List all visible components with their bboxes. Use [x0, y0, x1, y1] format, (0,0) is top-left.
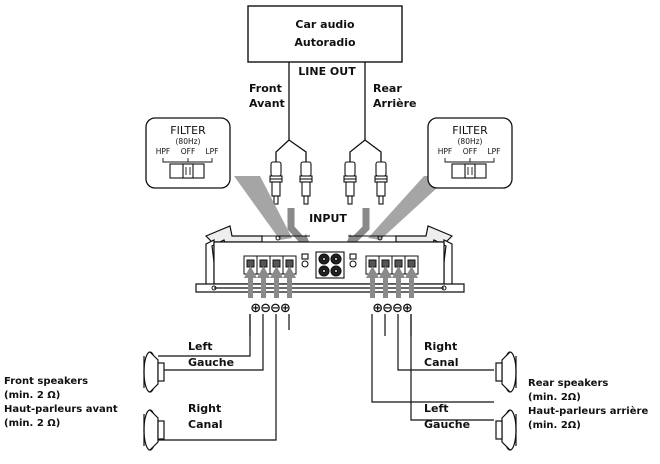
- filter-right-hpf: HPF: [438, 147, 452, 156]
- front-right-label-fr: Canal: [188, 418, 223, 431]
- rca-plugs: [269, 161, 388, 205]
- line-out-label: LINE OUT: [298, 65, 356, 78]
- speaker-front-left: [143, 351, 165, 393]
- front-left-label-en: Left: [188, 340, 213, 353]
- filter-left-off: OFF: [181, 147, 196, 156]
- filter-right-freq: (80Hz): [458, 137, 483, 146]
- rear-left-label-fr: Gauche: [424, 418, 470, 431]
- rear-speakers-label-4: (min. 2Ω): [528, 420, 581, 431]
- terminal-block-rear: [365, 255, 419, 275]
- speaker-front-right: [143, 409, 165, 451]
- head-unit-label-en: Car audio: [295, 18, 355, 31]
- rca-plug-front-right: [299, 161, 313, 205]
- front-right-label-en: Right: [188, 402, 221, 415]
- filter-left-title: FILTER: [170, 124, 206, 137]
- terminal-block-front: [243, 255, 297, 275]
- rear-label-fr: Arrière: [373, 97, 416, 110]
- rca-plug-rear-left: [343, 161, 357, 205]
- speaker-wires-extra: [158, 314, 494, 421]
- polarity-rear: ⊕⊖⊖⊕: [372, 301, 412, 316]
- front-label-fr: Avant: [249, 97, 285, 110]
- rear-speakers-label-1: Rear speakers: [528, 378, 608, 389]
- filter-left-pointer: [234, 176, 292, 240]
- filter-right-knob[interactable]: [464, 163, 476, 179]
- filter-right-title: FILTER: [452, 124, 488, 137]
- rear-right-label-fr: Canal: [424, 356, 459, 369]
- filter-switch-right: FILTER (80Hz) HPF OFF LPF: [427, 117, 513, 189]
- front-speakers-label-2: (min. 2 Ω): [4, 390, 60, 401]
- filter-left-freq: (80Hz): [176, 137, 201, 146]
- speaker-rear-left: [495, 409, 517, 451]
- filter-switch-left: FILTER (80Hz) HPF OFF LPF: [145, 117, 231, 189]
- front-left-label-fr: Gauche: [188, 356, 234, 369]
- rear-left-label-en: Left: [424, 402, 449, 415]
- rca-plug-front-left: [269, 161, 283, 205]
- filter-left-lpf: LPF: [205, 147, 218, 156]
- filter-right-pointer: [368, 176, 450, 240]
- front-speakers-label-3: Haut-parleurs avant: [4, 404, 118, 415]
- terminal-arrows: [244, 266, 418, 298]
- filter-left-knob[interactable]: [182, 163, 194, 179]
- polarity-front: ⊕⊖⊖⊕: [250, 301, 290, 316]
- head-unit-label-fr: Autoradio: [294, 36, 356, 49]
- filter-right-lpf: LPF: [487, 147, 500, 156]
- speaker-rear-right: [495, 351, 517, 393]
- input-jacks: [301, 251, 357, 279]
- front-speakers-label-1: Front speakers: [4, 376, 88, 387]
- input-label: INPUT: [309, 212, 347, 225]
- filter-left-hpf: HPF: [156, 147, 170, 156]
- rear-label-en: Rear: [373, 82, 402, 95]
- rear-speakers-label-3: Haut-parleurs arrière: [528, 405, 648, 417]
- line-out-cables: [275, 62, 382, 162]
- filter-right-off: OFF: [463, 147, 478, 156]
- amp-top-lines: [211, 235, 447, 291]
- rear-speakers-label-2: (min. 2Ω): [528, 392, 581, 403]
- front-label-en: Front: [249, 82, 282, 95]
- rear-right-label-en: Right: [424, 340, 457, 353]
- head-unit-box: [247, 5, 403, 63]
- front-speakers-label-4: (min. 2 Ω): [4, 418, 60, 429]
- rca-plug-rear-right: [374, 161, 388, 205]
